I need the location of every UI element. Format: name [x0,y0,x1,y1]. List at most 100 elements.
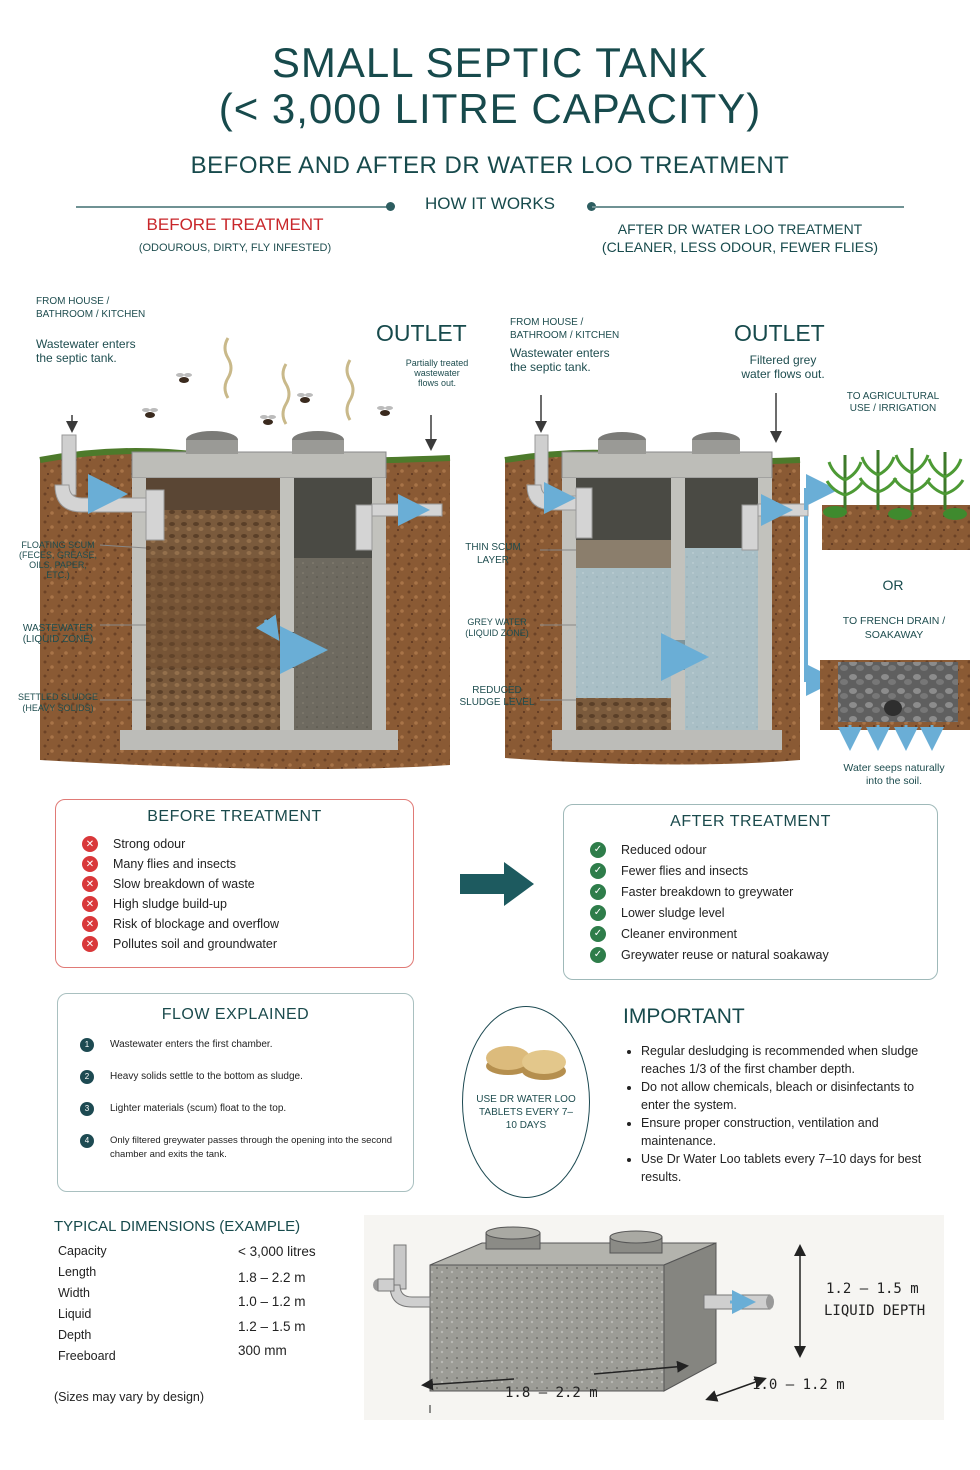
list-item: ✓Lower sludge level [590,902,937,923]
after-inlet-source-2: BATHROOM / KITCHEN [510,330,620,341]
before-chamber-2 [294,558,372,730]
before-baffle-opening [280,632,294,668]
drain-label-2: SOAKAWAY [864,629,924,641]
check-icon: ✓ [590,925,606,942]
label-floating-scum-1: FLOATING SCUM [21,540,95,550]
check-icon: ✓ [590,946,606,963]
before-inlet-note-1: Wastewater enters [36,337,136,351]
flow-title: FLOW EXPLAINED [161,1006,310,1023]
page-subtitle: BEFORE AND AFTER DR WATER LOO TREATMENT [190,152,790,179]
cross-icon: ✕ [82,916,98,932]
before-tank-group [39,337,451,769]
before-outlet-label: OUTLET [376,320,467,346]
table-row: Capacity< 3,000 litres [58,1244,316,1259]
after-wall-right [758,478,772,740]
seep-arrows-icon [838,725,944,751]
important-list: Regular desludging is recommended when s… [623,1042,928,1186]
dimensions-note: (Sizes may vary by design) [54,1390,205,1404]
label-settled-sludge-1: SETTLED SLUDGE [17,692,99,702]
after-wall-left [562,478,576,740]
after-floor [552,730,782,750]
dimensions-title: TYPICAL DIMENSIONS (EXAMPLE) [54,1218,301,1235]
arrow-right-icon [460,862,534,906]
soakaway-pipe-end [884,700,902,716]
cross-icon: ✕ [82,876,98,892]
or-label: OR [882,577,904,593]
list-item: ✕Many flies and insects [82,854,413,874]
check-icon: ✓ [590,841,606,858]
before-manhole-2-body [292,440,344,454]
after-tank-lid [561,451,773,479]
tablet-text-2: TABLETS EVERY 7– [479,1107,573,1118]
before-baffle [280,478,294,730]
before-inlet-note-2: the septic tank. [36,351,117,365]
dimension-depth-caption: LIQUID DEPTH [824,1303,926,1319]
before-outlet-tee [355,504,373,551]
seep-label-1: Water seeps naturally [843,762,945,774]
after-box-title: AFTER TREATMENT [670,813,831,830]
tank-front [429,1264,665,1392]
table-row: Freeboard [58,1349,116,1363]
after-diagram-heading: AFTER DR WATER LOO TREATMENT [617,221,863,237]
check-icon: ✓ [590,904,606,921]
label-wastewater-1: WASTEWATER [22,623,94,634]
tablets-icon [486,1046,566,1080]
label-grey-water-1: GREY WATER [467,617,527,627]
after-inlet-source-1: FROM HOUSE / [510,317,584,328]
seep-label-2: into the soil. [865,775,923,787]
after-box-list: ✓Reduced odour ✓Fewer flies and insects … [590,839,937,965]
tablet-text-1: USE DR WATER LOO [476,1094,576,1105]
list-item: Ensure proper construction, ventilation … [641,1114,928,1150]
dimension-width-label: 1.0 – 1.2 m [752,1377,845,1393]
before-sludge [146,668,280,730]
label-reduced-sludge-2: SLUDGE LEVEL [459,697,535,708]
page-title-line-2: (< 3,000 LITRE CAPACITY) [218,85,762,132]
ag-label-2: USE / IRRIGATION [849,403,937,414]
label-floating-scum-3: OILS, PAPER, [29,560,87,570]
divider-dot-left [386,202,395,211]
list-item: ✕Slow breakdown of waste [82,874,413,894]
after-inlet-note-1: Wastewater enters [510,346,610,360]
dimension-length-label: 1.8 – 2.2 m [505,1385,598,1401]
list-item: ✓Reduced odour [590,839,937,860]
divider-dot-right [587,202,596,211]
before-box-list: ✕Strong odour ✕Many flies and insects ✕S… [82,834,413,954]
crops-icon [823,448,967,520]
after-diagram-subheading: (CLEANER, LESS ODOUR, FEWER FLIES) [601,239,879,255]
list-item: ✕Pollutes soil and groundwater [82,934,413,954]
list-item: Use Dr Water Loo tablets every 7–10 days… [641,1150,928,1186]
drain-label-1: TO FRENCH DRAIN / [842,615,946,627]
before-diagram-heading: BEFORE TREATMENT [146,215,324,234]
cross-icon: ✕ [82,836,98,852]
before-outlet-note-1: Partially treated [405,358,469,368]
tank-side [663,1242,717,1392]
before-manhole-1-body [186,440,238,454]
list-item: ✕Risk of blockage and overflow [82,914,413,934]
after-outlet-note-1: Filtered grey [749,353,817,367]
after-reduced-sludge [576,698,671,730]
list-item: ✕Strong odour [82,834,413,854]
check-icon: ✓ [590,883,606,900]
after-tank-group [504,393,970,765]
divider-left [76,206,390,208]
label-reduced-sludge-1: REDUCED [472,685,522,696]
tablet-text-3: 10 DAYS [505,1120,547,1131]
after-chamber-2 [685,548,758,730]
before-treatment-box: BEFORE TREATMENT ✕Strong odour ✕Many fli… [55,799,414,968]
label-settled-sludge-2: (HEAVY SOLIDS) [22,703,94,713]
before-tank-lid [131,451,387,479]
how-it-works-label: HOW IT WORKS [424,194,555,213]
before-scum [146,510,280,558]
dimension-depth-label: 1.2 – 1.5 m [826,1281,919,1297]
after-outlet-note-2: water flows out. [741,367,825,381]
label-floating-scum-4: ETC.) [46,570,70,580]
tank-dimension-drawing [364,1215,944,1420]
after-outlet-label: OUTLET [734,320,825,346]
odour-wave-2 [281,363,291,425]
before-diagram-subheading: (ODOUROUS, DIRTY, FLY INFESTED) [138,242,332,254]
